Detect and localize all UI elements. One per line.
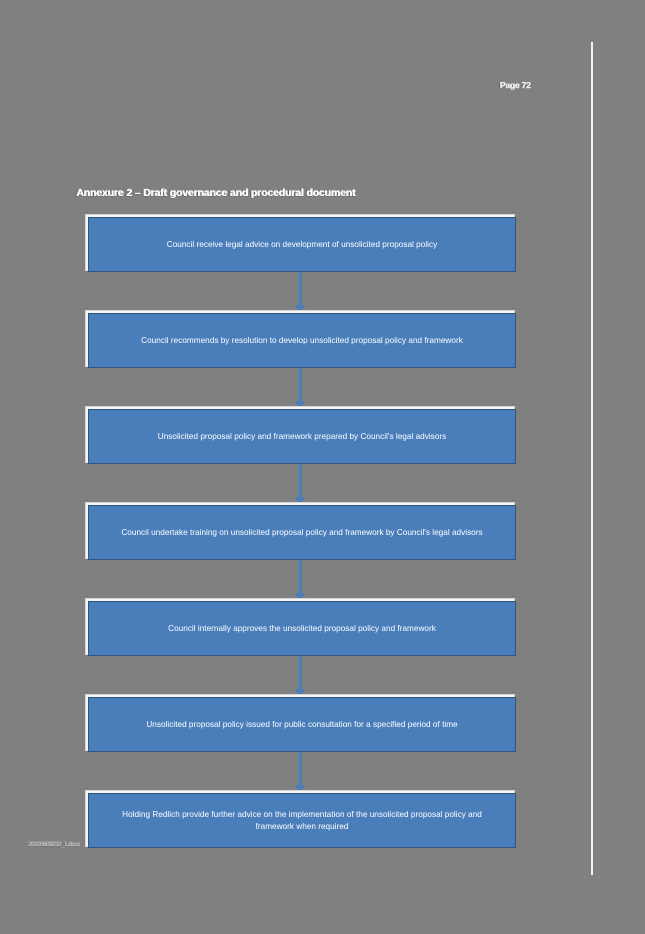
flow-step: Unsolicited proposal policy issued for p… xyxy=(88,697,516,752)
arrow-down-icon xyxy=(294,497,306,504)
flow-step: Council undertake training on unsolicite… xyxy=(88,505,516,560)
flow-step: Council internally approves the unsolici… xyxy=(88,601,516,656)
page-title: Annexure 2 – Draft governance and proced… xyxy=(76,187,356,199)
flow-connector xyxy=(88,656,516,697)
connector-line xyxy=(299,752,302,788)
connector-line xyxy=(299,464,302,500)
connector-line xyxy=(299,272,302,308)
flow-step: Council recommends by resolution to deve… xyxy=(88,313,516,368)
flow-box-label: Council receive legal advice on developm… xyxy=(166,239,438,249)
flow-box[interactable]: Council recommends by resolution to deve… xyxy=(88,313,516,368)
flow-connector xyxy=(88,272,516,313)
flowchart: Council receive legal advice on developm… xyxy=(88,217,516,848)
flow-box[interactable]: Unsolicited proposal policy issued for p… xyxy=(88,697,516,752)
flow-connector xyxy=(88,560,516,601)
flow-box-label: Unsolicited proposal policy and framewor… xyxy=(157,431,447,441)
arrow-down-icon xyxy=(294,689,306,696)
arrow-down-icon xyxy=(294,305,306,312)
flow-box[interactable]: Council internally approves the unsolici… xyxy=(88,601,516,656)
flow-box[interactable]: Holding Redlich provide further advice o… xyxy=(88,793,516,848)
flow-step: Council receive legal advice on developm… xyxy=(88,217,516,272)
flow-box[interactable]: Council receive legal advice on developm… xyxy=(88,217,516,272)
connector-line xyxy=(299,368,302,404)
flow-box-label: Holding Redlich provide further advice o… xyxy=(122,809,482,831)
connector-line xyxy=(299,560,302,596)
footer-document-reference: 20100609232_1.docx xyxy=(28,842,80,848)
arrow-down-icon xyxy=(294,593,306,600)
flow-connector xyxy=(88,464,516,505)
arrow-down-icon xyxy=(294,785,306,792)
flow-box[interactable]: Unsolicited proposal policy and framewor… xyxy=(88,409,516,464)
flow-connector xyxy=(88,368,516,409)
connector-line xyxy=(299,656,302,692)
flow-box-label: Council recommends by resolution to deve… xyxy=(141,335,463,345)
flow-connector xyxy=(88,752,516,793)
flow-step: Unsolicited proposal policy and framewor… xyxy=(88,409,516,464)
flow-box-label: Council internally approves the unsolici… xyxy=(168,623,436,633)
flow-box-label: Unsolicited proposal policy issued for p… xyxy=(146,719,458,729)
arrow-down-icon xyxy=(294,401,306,408)
flow-box-label: Council undertake training on unsolicite… xyxy=(121,527,483,537)
flow-step: Holding Redlich provide further advice o… xyxy=(88,793,516,848)
right-margin-rule xyxy=(591,42,593,875)
flow-box[interactable]: Council undertake training on unsolicite… xyxy=(88,505,516,560)
page-number: Page 72 xyxy=(499,80,531,90)
